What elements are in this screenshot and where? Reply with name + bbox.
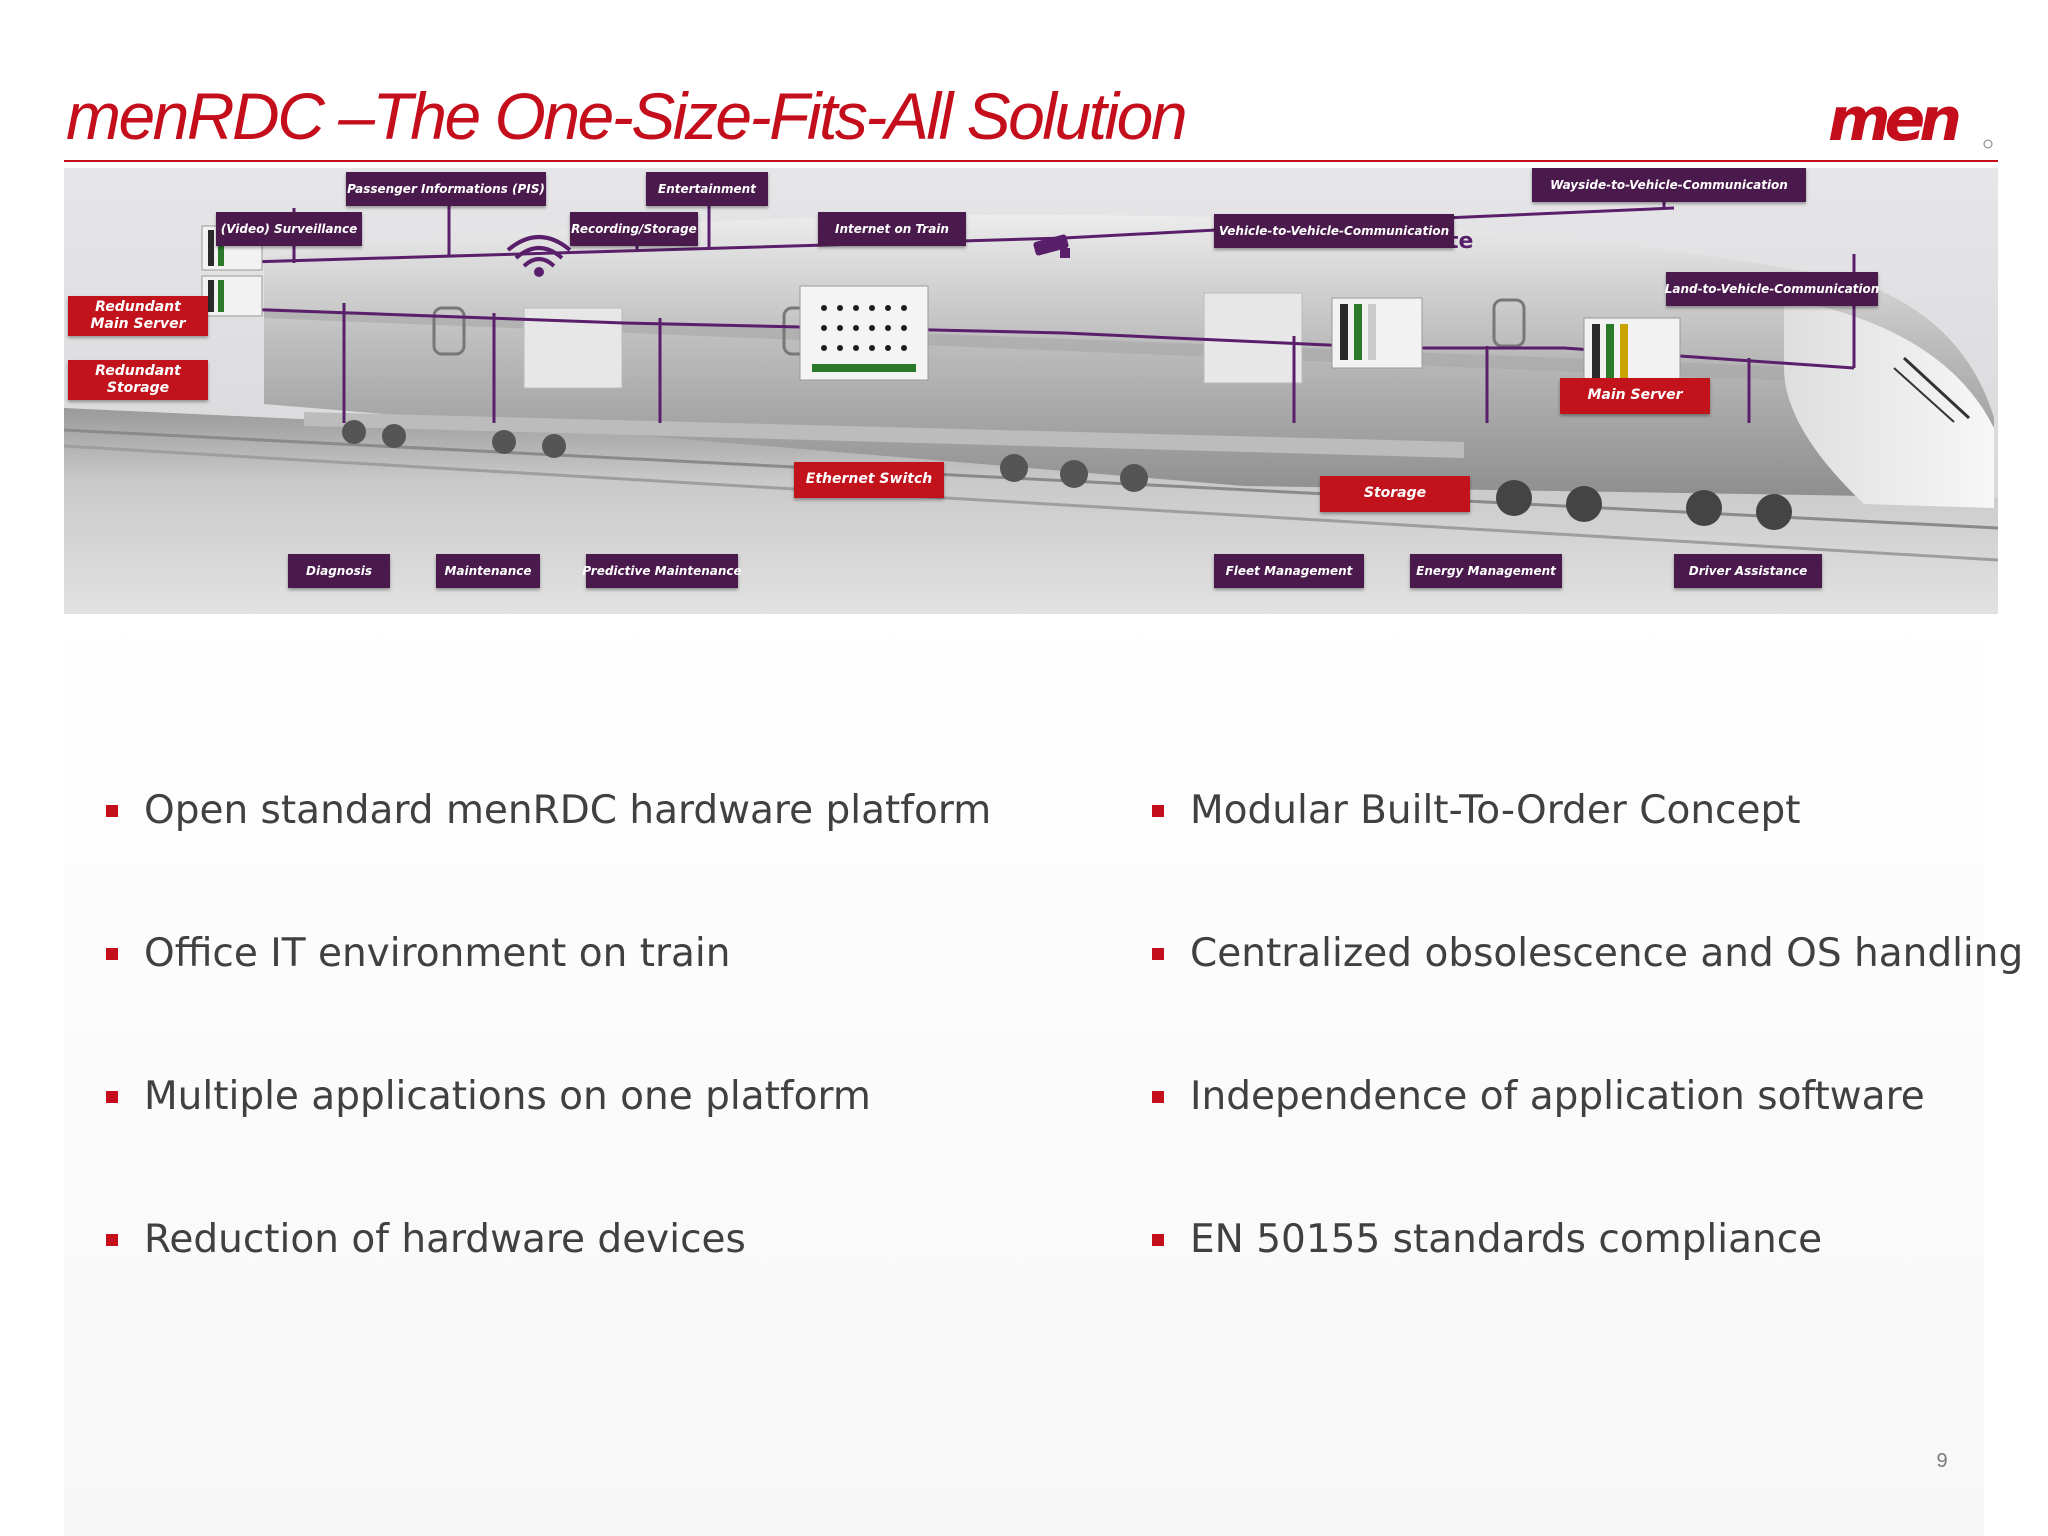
- label-v2v: Vehicle-to-Vehicle-Communication: [1214, 214, 1454, 248]
- window-3: [1492, 298, 1526, 348]
- bullet-square-icon: [106, 1234, 118, 1246]
- men-logo: men: [1828, 88, 1993, 150]
- bogie-1: [342, 420, 406, 448]
- slide-title: menRDC –The One-Size-Fits-All Solution: [66, 79, 1188, 153]
- bullet-text: Reduction of hardware devices: [144, 1217, 746, 1262]
- bullet-text: Independence of application software: [1190, 1074, 1925, 1119]
- camera-icon: [1033, 234, 1070, 258]
- rail-left: [64, 428, 1998, 530]
- label-redundant-main-server-line1: Redundant: [95, 298, 181, 315]
- label-l2v: Land-to-Vehicle-Communication: [1665, 272, 1879, 306]
- bullet-square-icon: [1152, 948, 1164, 960]
- label-energy-management: Energy Management: [1410, 554, 1562, 588]
- label-redundant-main-server-line2: Main Server: [90, 316, 186, 332]
- bullet-text: Multiple applications on one platform: [144, 1074, 871, 1119]
- label-redundant-main-server: Redundant Main Server: [68, 296, 208, 336]
- bullet-square-icon: [106, 948, 118, 960]
- bogie-2: [492, 430, 566, 458]
- label-recording-storage: Recording/Storage: [570, 212, 698, 246]
- bullet-text: Open standard menRDC hardware platform: [144, 788, 992, 833]
- bogie-3: [1000, 454, 1148, 492]
- label-redundant-storage-line1: Redundant: [95, 362, 181, 379]
- rack-redundant-storage: [201, 275, 263, 317]
- bullet-square-icon: [1152, 1091, 1164, 1103]
- bullet-square-icon: [1152, 1234, 1164, 1246]
- window-band: [264, 308, 1824, 382]
- label-pis: Passenger Informations (PIS): [346, 172, 546, 206]
- rack-ethernet-switch: [799, 285, 929, 381]
- label-redundant-storage: Redundant Storage: [68, 360, 208, 400]
- bullet-text: Centralized obsolescence and OS handling: [1190, 931, 2024, 976]
- label-ethernet-switch: Ethernet Switch: [794, 462, 944, 498]
- bogie-4: [1496, 480, 1792, 530]
- label-entertainment: Entertainment: [646, 172, 768, 206]
- label-predictive-maintenance: Predictive Maintenance: [582, 554, 742, 588]
- windshield: [1902, 356, 1971, 420]
- rail-right: [64, 444, 1998, 562]
- bullet-square-icon: [106, 1091, 118, 1103]
- bullet-text: Modular Built-To-Order Concept: [1190, 788, 1801, 833]
- bullet-square-icon: [106, 805, 118, 817]
- train-network-diagram: Lte Passenger Informations (PIS) Enterta…: [64, 168, 1998, 614]
- label-diagnosis: Diagnosis: [288, 554, 390, 588]
- label-internet-on-train: Internet on Train: [818, 212, 966, 246]
- train-nose: [1784, 298, 1994, 508]
- rack-storage: [1331, 297, 1423, 369]
- label-main-server: Main Server: [1560, 378, 1710, 414]
- label-driver-assistance: Driver Assistance: [1674, 554, 1822, 588]
- windshield-2: [1893, 367, 1955, 423]
- label-storage: Storage: [1320, 476, 1470, 512]
- label-redundant-storage-line2: Storage: [106, 380, 170, 396]
- content-background: [64, 600, 1984, 1536]
- window-1: [432, 306, 466, 356]
- page-number: 9: [1936, 1450, 1948, 1472]
- label-surveillance: (Video) Surveillance: [216, 212, 362, 246]
- wifi-icon: [506, 235, 572, 277]
- label-maintenance: Maintenance: [436, 554, 540, 588]
- chassis: [304, 412, 1464, 458]
- title-divider: [64, 160, 1998, 162]
- label-fleet-management: Fleet Management: [1214, 554, 1364, 588]
- label-w2v: Wayside-to-Vehicle-Communication: [1532, 168, 1806, 202]
- bullet-text: Office IT environment on train: [144, 931, 731, 976]
- bullet-text: EN 50155 standards compliance: [1190, 1217, 1823, 1262]
- svg-text:men: men: [1828, 88, 1959, 150]
- door-2: [1203, 292, 1303, 384]
- bullet-square-icon: [1152, 805, 1164, 817]
